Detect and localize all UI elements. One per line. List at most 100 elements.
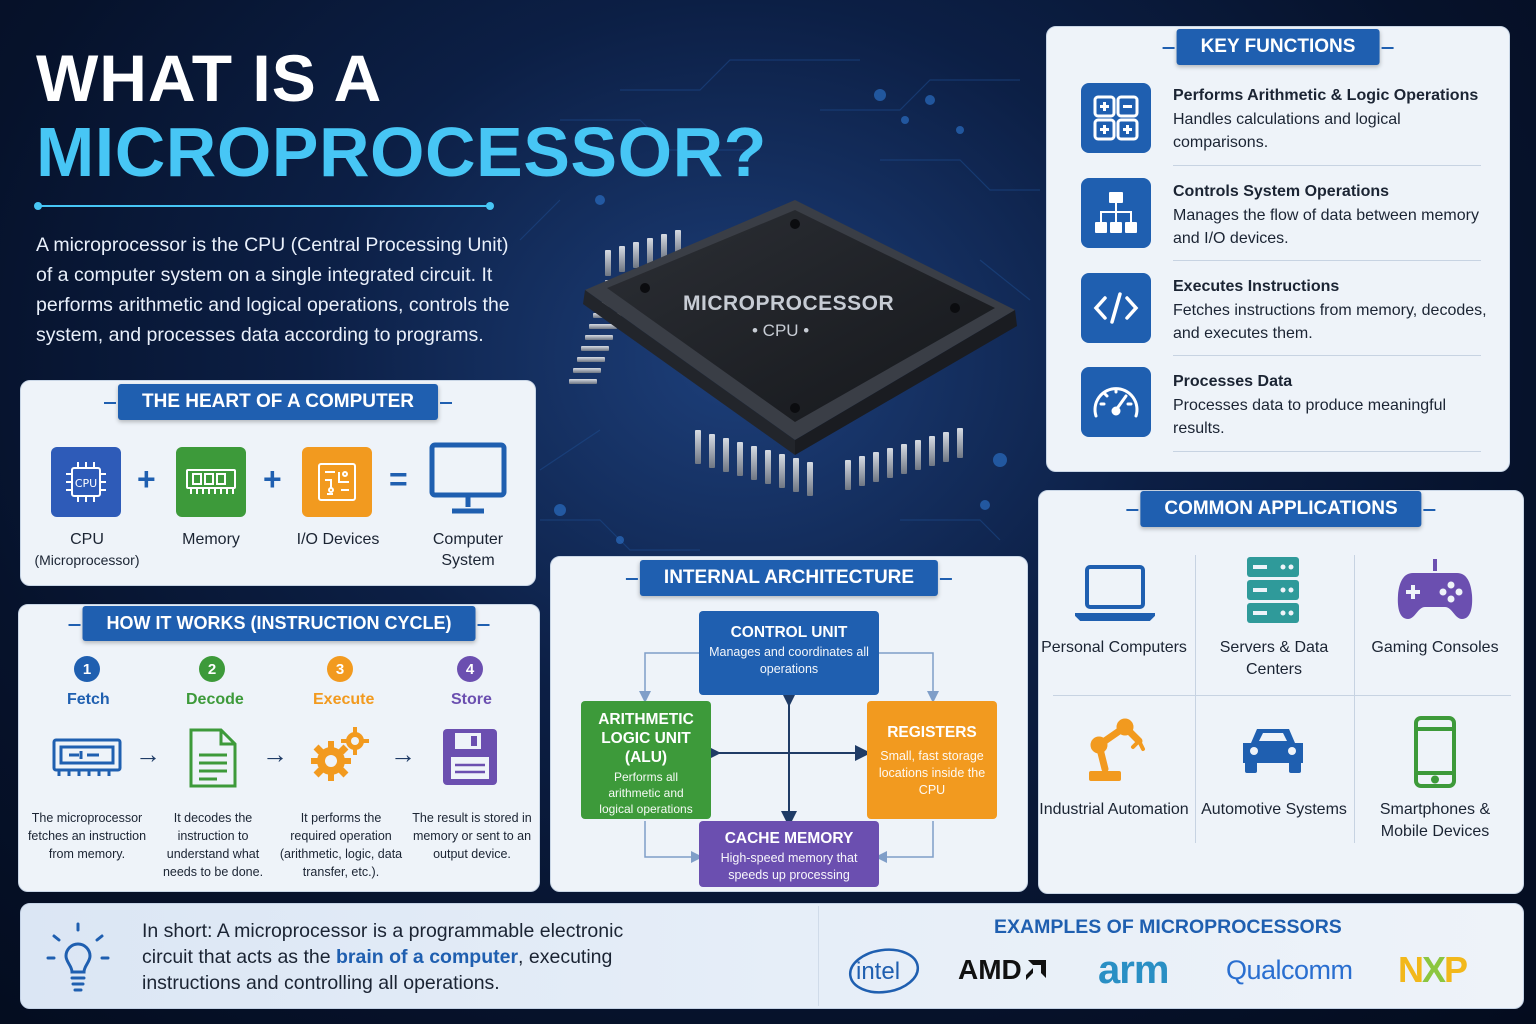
heart-item-memory: Memory [161, 529, 261, 550]
qualcomm-logo: Qualcomm [1226, 948, 1353, 992]
code-icon [1081, 273, 1151, 343]
common-applications-card: COMMON APPLICATIONS Personal Computers S… [1038, 490, 1524, 894]
step-label-execute: Execute [313, 691, 375, 708]
heart-item-sub: System [441, 552, 495, 569]
heart-item-computer: Computer System [415, 529, 521, 571]
heart-item-name: CPU [70, 531, 104, 548]
gamepad-icon [1395, 555, 1475, 628]
step-number-decode: 2 [199, 656, 225, 682]
equals-operator: = [389, 461, 408, 497]
key-function-desc: Manages the flow of data between memory … [1173, 207, 1479, 247]
divider [1195, 555, 1196, 843]
step-desc-execute: It performs the required operation (arit… [279, 811, 403, 879]
registers-title: REGISTERS [887, 724, 977, 741]
hierarchy-icon [1081, 178, 1151, 248]
internal-architecture-card: INTERNAL ARCHITECTURE CONTROL UNIT Manag… [550, 556, 1028, 892]
qualcomm-logo-text: Qualcomm [1226, 954, 1353, 985]
step-label-decode: Decode [186, 691, 244, 708]
plus-operator-2: + [263, 461, 282, 497]
speedometer-icon [1081, 367, 1151, 437]
key-function-title: Controls System Operations [1173, 183, 1390, 200]
divider [1173, 165, 1481, 166]
nxp-logo-text: NXP [1398, 949, 1468, 990]
summary-prefix: In short: A microprocessor is a programm… [142, 920, 624, 968]
memory-module-icon [176, 447, 246, 517]
cpu-chip-icon: CPU [51, 447, 121, 517]
instruction-cycle-card: HOW IT WORKS (INSTRUCTION CYCLE) 1 Fetch… [18, 604, 540, 892]
intro-paragraph: A microprocessor is the CPU (Central Pro… [36, 234, 510, 346]
key-function-desc: Handles calculations and logical compari… [1173, 111, 1401, 151]
key-function-title: Processes Data [1173, 373, 1293, 390]
key-functions-title: KEY FUNCTIONS [1162, 29, 1394, 65]
heart-title: THE HEART OF A COMPUTER [104, 384, 452, 420]
heart-item-name: Memory [182, 531, 240, 548]
cycle-title: HOW IT WORKS (INSTRUCTION CYCLE) [68, 606, 490, 641]
step-number-store: 4 [457, 656, 483, 682]
chip-label: MICROPROCESSOR [683, 292, 895, 315]
banner-divider [818, 906, 819, 1006]
laptop-icon [1072, 563, 1158, 628]
robot-arm-icon [1081, 715, 1151, 792]
registers-desc: Small, fast storage locations inside the… [878, 749, 986, 797]
heart-item-sub: (Microprocessor) [34, 552, 140, 568]
key-function-desc: Fetches instructions from memory, decode… [1173, 302, 1487, 342]
io-board-icon [302, 447, 372, 517]
divider [1173, 451, 1481, 452]
architecture-connectors [639, 652, 939, 863]
nxp-logo: NXP [1398, 948, 1468, 992]
step-desc-decode: It decodes the instruction to understand… [162, 811, 264, 879]
chip-sublabel: • CPU • [752, 321, 810, 340]
heart-item-name: Computer [432, 531, 504, 548]
key-function-title: Executes Instructions [1173, 278, 1340, 295]
app-label: Smartphones & Mobile Devices [1379, 801, 1491, 840]
summary-banner [20, 903, 1524, 1009]
app-label: Automotive Systems [1201, 801, 1347, 818]
arrow-right-icon: → [135, 739, 161, 769]
summary-text: In short: A microprocessor is a programm… [142, 918, 662, 996]
title-line-2: MICROPROCESSOR? [36, 113, 767, 191]
cache-desc: High-speed memory that speeds up process… [720, 851, 858, 882]
architecture-title: INTERNAL ARCHITECTURE [625, 560, 953, 596]
server-icon [1245, 555, 1301, 630]
summary-highlight: brain of a computer [336, 946, 519, 968]
document-icon [187, 727, 239, 794]
alu-desc: Performs all arithmetic and logical oper… [599, 770, 693, 816]
key-function-title: Performs Arithmetic & Logic Operations [1173, 87, 1479, 104]
step-label-fetch: Fetch [67, 691, 110, 708]
intel-logo-text: intel [856, 958, 900, 985]
applications-title: COMMON APPLICATIONS [1126, 491, 1436, 527]
examples-title: EXAMPLES OF MICROPROCESSORS [994, 916, 1342, 938]
svg-text:CPU: CPU [75, 477, 97, 490]
divider [1053, 695, 1511, 696]
gears-icon [307, 727, 371, 792]
heart-of-computer-card: THE HEART OF A COMPUTER CPU + + = CPU (M… [20, 380, 536, 586]
summary-suffix: , executing instructions and controlling… [142, 946, 613, 994]
monitor-icon [426, 442, 510, 514]
control-unit-box: CONTROL UNIT Manages and coordinates all… [699, 611, 879, 695]
step-desc-store: The result is stored in memory or sent t… [412, 811, 532, 861]
key-functions-card: KEY FUNCTIONS Performs Arithmetic & Logi… [1046, 26, 1510, 472]
amd-logo-text: AMD [958, 954, 1022, 985]
heart-item-cpu: CPU (Microprocessor) [29, 529, 145, 571]
app-label: Gaming Consoles [1371, 639, 1499, 656]
control-unit-desc: Manages and coordinates all operations [709, 645, 869, 676]
car-icon [1237, 723, 1309, 782]
divider [1173, 260, 1481, 261]
control-unit-title: CONTROL UNIT [730, 624, 848, 641]
app-label: Industrial Automation [1039, 801, 1189, 818]
intel-logo: intel [846, 948, 926, 994]
registers-box: REGISTERS Small, fast storage locations … [867, 701, 997, 819]
app-label: Servers & Data Centers [1219, 639, 1329, 678]
plus-operator: + [137, 461, 156, 497]
step-number-fetch: 1 [74, 656, 100, 682]
arrow-right-icon: → [390, 739, 416, 769]
heart-item-io: I/O Devices [283, 529, 393, 550]
title-underline [34, 202, 494, 210]
cache-memory-box: CACHE MEMORY High-speed memory that spee… [699, 821, 879, 887]
app-label: Personal Computers [1041, 639, 1187, 656]
arm-logo-text: arm [1098, 947, 1169, 992]
lightbulb-icon [46, 922, 110, 999]
smartphone-icon [1413, 715, 1457, 794]
step-desc-fetch: The microprocessor fetches an instructio… [27, 811, 147, 861]
